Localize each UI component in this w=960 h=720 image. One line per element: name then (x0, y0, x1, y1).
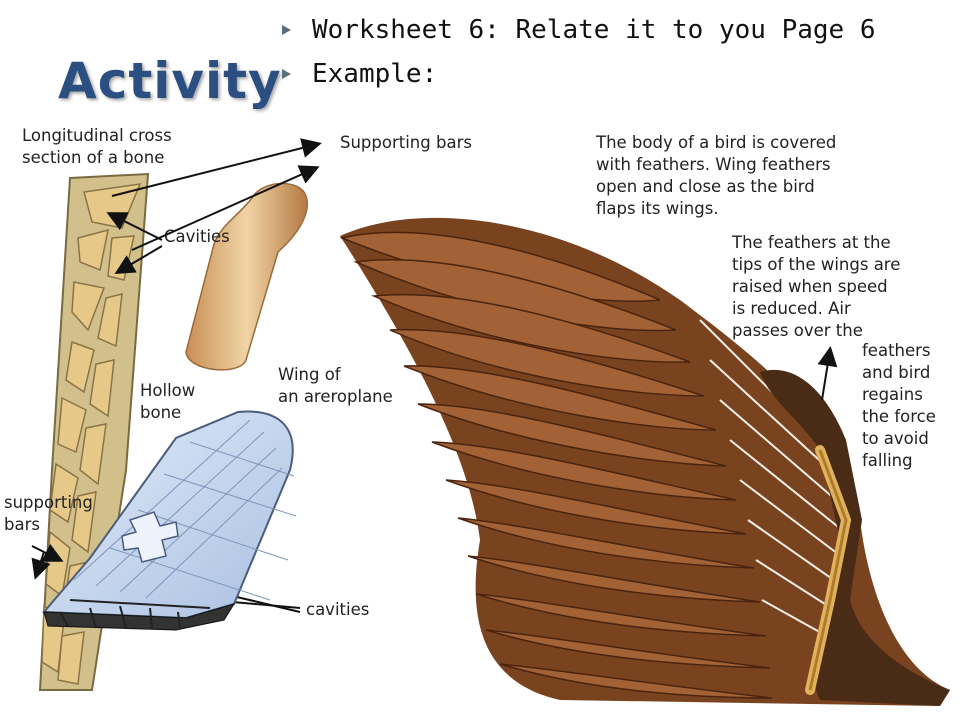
bullet-item: Example: (280, 52, 876, 96)
feather-tips-note-line-4: is reduced. Air (732, 299, 851, 318)
bird-body-note: The body of a bird is covered with feath… (595, 133, 836, 218)
wing-cavities-label: cavities (306, 600, 369, 619)
aeroplane-wing-label-line-1: Wing of (278, 365, 342, 384)
hollow-bone-label-line-1: Hollow (140, 381, 195, 400)
bird-body-note-line-3: open and close as the bird (596, 177, 815, 196)
feather-tips-note-line-2: tips of the wings are (732, 255, 900, 274)
bullet-arrow-icon (282, 69, 291, 79)
bone-section-label-line-2: section of a bone (22, 148, 164, 167)
bullet-item: Worksheet 6: Relate it to you Page 6 (280, 8, 876, 52)
bullet-text: Example: (312, 59, 438, 89)
feather-tips-note-cont-line-1: feathers (862, 341, 931, 360)
bullet-text: Worksheet 6: Relate it to you Page 6 (312, 15, 876, 45)
cavities-label: Cavities (164, 227, 230, 246)
feather-tips-note: The feathers at the tips of the wings ar… (731, 233, 936, 470)
bird-body-note-line-4: flaps its wings. (596, 199, 719, 218)
bone-cross-section (38, 172, 150, 691)
hollow-bone-label-line-2: bone (140, 403, 181, 422)
supporting-bars-label: Supporting bars (340, 133, 472, 152)
wing-supporting-bars-label-line-1: supporting (4, 493, 93, 512)
bullet-arrow-icon (282, 25, 291, 35)
bird-body-note-line-1: The body of a bird is covered (595, 133, 836, 152)
slide-title: Activity (58, 52, 282, 110)
bird-wing (339, 217, 950, 706)
wing-supporting-bars-label-line-2: bars (4, 515, 40, 534)
aeroplane-wing-label-line-2: an areroplane (278, 387, 393, 406)
bone-section-label-line-1: Longitudinal cross (22, 126, 172, 145)
bird-wing-diagram: Longitudinal cross section of a bone Sup… (4, 126, 950, 706)
feather-tips-note-cont-line-6: falling (862, 451, 913, 470)
feather-tips-note-line-3: raised when speed (732, 277, 888, 296)
aeroplane-wing (41, 410, 297, 631)
air-flow-arrow (817, 346, 838, 401)
feather-tips-note-cont-line-4: the force (862, 407, 936, 426)
feather-tips-note-line-1: The feathers at the (731, 233, 891, 252)
feather-tips-note-cont-line-3: regains (862, 385, 923, 404)
hollow-bone-shape (185, 182, 308, 371)
pointer-arrows (31, 138, 322, 613)
bird-body-note-line-2: with feathers. Wing feathers (596, 155, 831, 174)
bullet-list: Worksheet 6: Relate it to you Page 6 Exa… (280, 8, 876, 96)
feather-tips-note-line-5: passes over the (732, 321, 863, 340)
feather-tips-note-cont-line-2: and bird (862, 363, 930, 382)
feather-tips-note-cont-line-5: to avoid (862, 429, 929, 448)
